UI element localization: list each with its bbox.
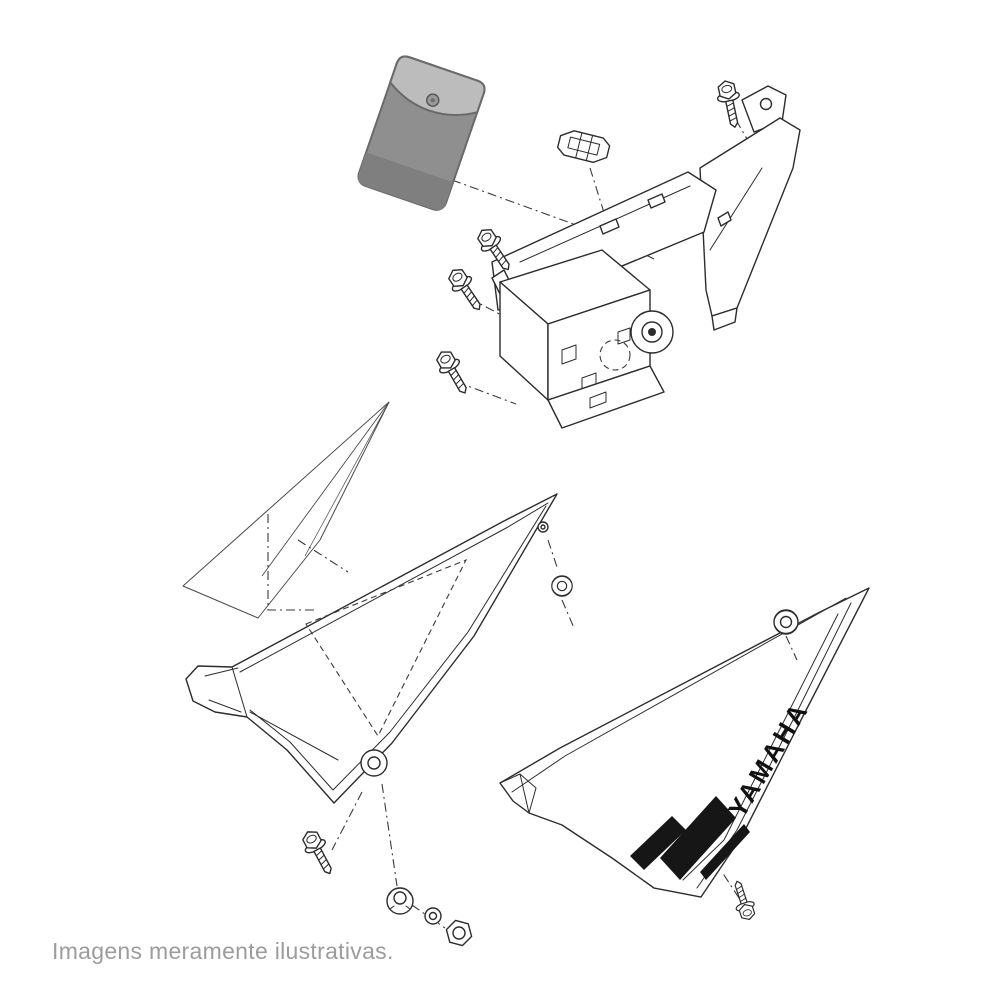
- retaining-clip: [556, 130, 611, 164]
- left-side-cover: [185, 493, 558, 804]
- well-nut: [386, 887, 414, 915]
- screw-bottom-right: [727, 877, 759, 923]
- ignition-coil: [599, 310, 674, 371]
- grommet-small: [551, 575, 573, 597]
- accent-graphic-2: [630, 816, 686, 870]
- accent-graphic-3: [700, 824, 750, 880]
- flange-bolt-4: [297, 826, 341, 880]
- bracket-assembly: [491, 85, 801, 429]
- decal-sheet: [182, 401, 390, 619]
- tool-pouch: [357, 55, 486, 211]
- grommet-large: [773, 609, 799, 635]
- flange-bolt-top: [713, 78, 747, 131]
- hex-nut: [445, 919, 473, 947]
- right-side-cover: YAMAHA: [499, 587, 870, 898]
- assembly-guides-right: [547, 539, 798, 899]
- flange-bolt-3: [431, 345, 476, 400]
- caption: Imagens meramente ilustrativas.: [52, 938, 394, 964]
- washer: [424, 907, 442, 925]
- grommet-boss: [360, 749, 388, 777]
- accent-graphic-1: [660, 796, 736, 880]
- flange-bolt-2: [443, 263, 490, 317]
